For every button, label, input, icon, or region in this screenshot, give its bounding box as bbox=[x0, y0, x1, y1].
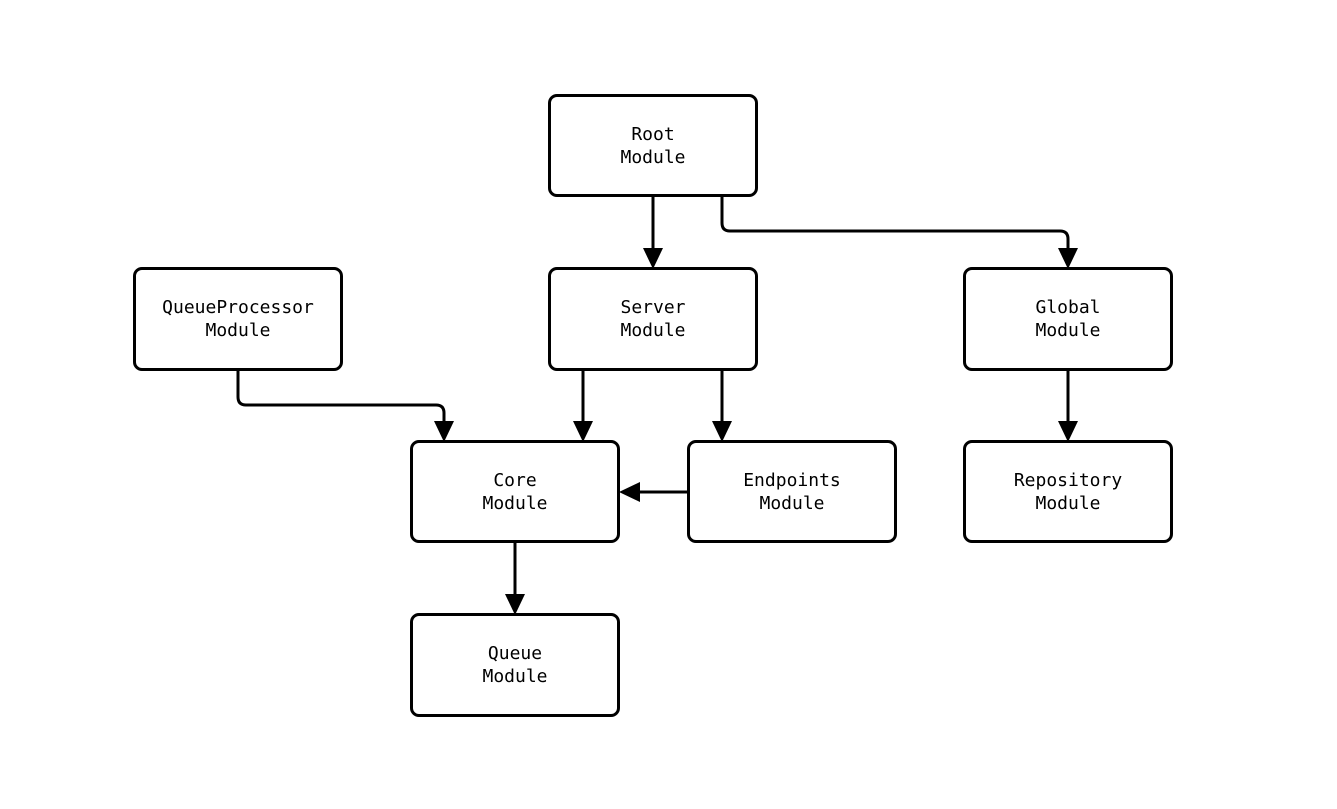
node-queue[interactable]: Queue Module bbox=[410, 613, 620, 717]
node-core-line2: Module bbox=[482, 492, 548, 514]
node-server-line1: Server bbox=[620, 297, 686, 318]
node-repository-line1: Repository bbox=[1013, 469, 1123, 491]
node-global[interactable]: Global Module bbox=[963, 267, 1173, 371]
node-global-line2: Module bbox=[1035, 320, 1101, 341]
edge-root-to-global bbox=[720, 197, 1078, 269]
node-core[interactable]: Core Module bbox=[410, 440, 620, 543]
edge-queueprocessor-to-core bbox=[236, 371, 454, 442]
node-queueprocessor-line2: Module bbox=[205, 320, 271, 341]
node-server-line2: Module bbox=[620, 320, 686, 341]
node-endpoints[interactable]: Endpoints Module bbox=[687, 440, 897, 543]
node-core-line1: Core bbox=[493, 469, 537, 491]
edge-server-to-core bbox=[573, 371, 593, 442]
edge-core-to-queue bbox=[505, 543, 525, 615]
node-root-line1: Root bbox=[631, 123, 675, 145]
node-queueprocessor[interactable]: QueueProcessor Module bbox=[133, 267, 343, 371]
node-server[interactable]: Server Module bbox=[548, 267, 758, 371]
edge-server-to-endpoints bbox=[712, 371, 732, 442]
node-queue-line1: Queue bbox=[487, 643, 543, 664]
edge-root-to-server bbox=[643, 197, 663, 269]
edge-global-to-repository bbox=[1058, 371, 1078, 442]
node-endpoints-line1: Endpoints bbox=[743, 469, 841, 491]
node-repository[interactable]: Repository Module bbox=[963, 440, 1173, 543]
node-queue-line2: Module bbox=[482, 666, 548, 687]
node-endpoints-line2: Module bbox=[759, 492, 825, 514]
node-root-line2: Module bbox=[620, 146, 686, 168]
node-root[interactable]: Root Module bbox=[548, 94, 758, 197]
node-repository-line2: Module bbox=[1035, 492, 1101, 514]
node-queueprocessor-line1: QueueProcessor bbox=[162, 297, 314, 318]
node-global-line1: Global bbox=[1035, 297, 1101, 318]
edge-endpoints-to-core bbox=[619, 482, 687, 502]
